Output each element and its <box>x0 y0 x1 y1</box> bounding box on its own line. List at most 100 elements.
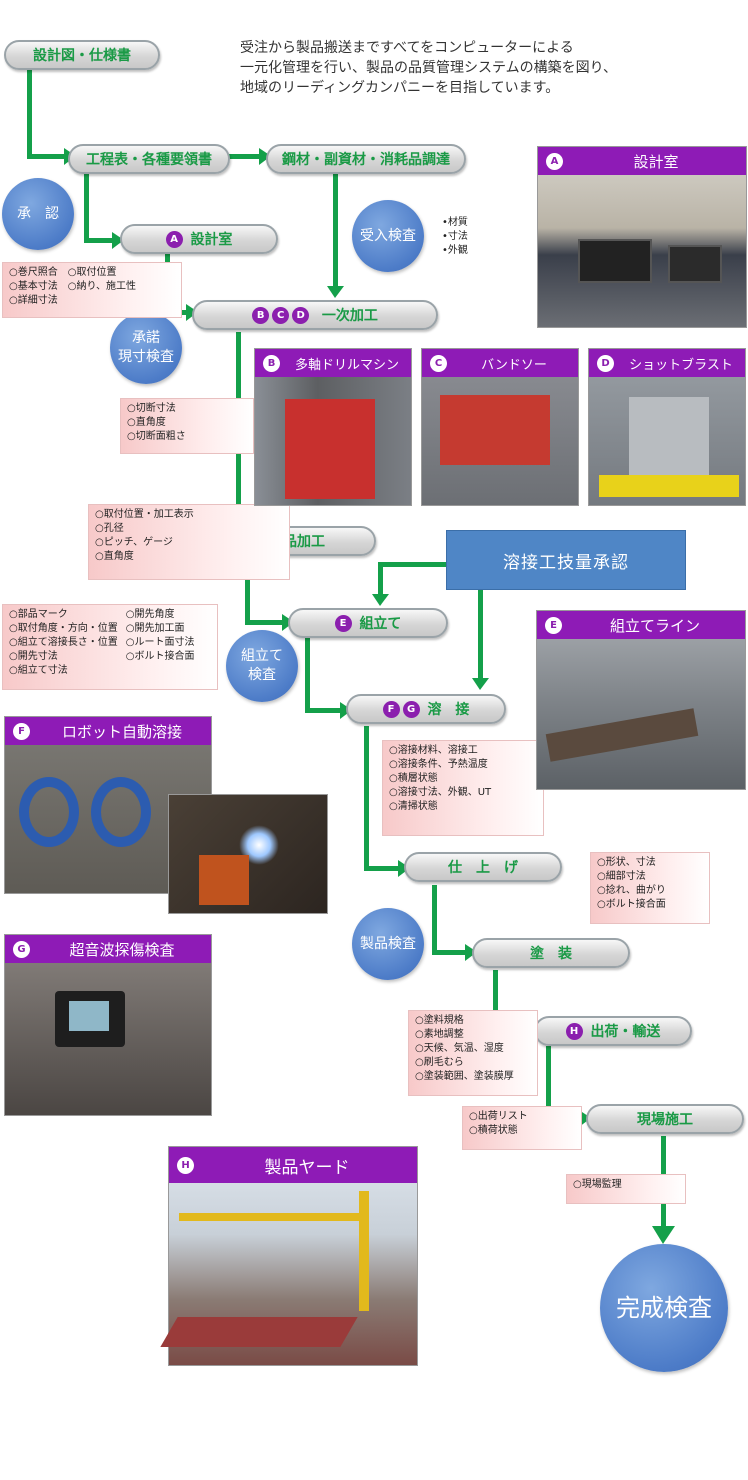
approval-measure-circle: 承諾現寸検査 <box>110 312 182 384</box>
step-label: 塗 装 <box>530 946 572 962</box>
crane-image <box>359 1191 369 1311</box>
flow-line <box>245 620 289 625</box>
circle-label: 受入検査 <box>360 227 416 244</box>
badge-a-icon: A <box>546 152 563 170</box>
badge-d-icon: D <box>597 354 614 372</box>
crane-image <box>179 1213 369 1221</box>
photo-title: ロボット自動溶接 <box>61 722 182 741</box>
photo-title-bar: A 設計室 <box>538 147 746 175</box>
step-process-table[interactable]: 工程表・各種要領書 <box>68 144 230 174</box>
badge-h-icon: H <box>177 1156 194 1174</box>
assembly-inspection-circle: 組立て検査 <box>226 630 298 702</box>
finishing-note: ○形状、寸法 ○細部寸法 ○捻れ、曲がり ○ボルト接合面 <box>590 852 710 924</box>
flow-line <box>305 638 310 712</box>
step-label: 組立て <box>359 616 402 632</box>
site-note: ○現場監理 <box>566 1174 686 1204</box>
final-inspection-circle[interactable]: 完成検査 <box>600 1244 728 1372</box>
shipping-note: ○出荷リスト ○積荷状態 <box>462 1106 582 1150</box>
painting-note: ○塗料規格 ○素地調整 ○天候、気温、湿度 ○刷毛むら ○塗装範囲、塗装膜厚 <box>408 1010 538 1096</box>
circle-label: 承諾 <box>132 330 160 346</box>
receiving-inspection-circle: 受入検査 <box>352 200 424 272</box>
welder-cert-label: 溶接工技量承認 <box>503 552 629 573</box>
badge-d-icon: D <box>292 306 310 324</box>
step-label: 設計室 <box>190 232 233 248</box>
steel-image <box>160 1317 358 1347</box>
flow-line <box>305 708 347 713</box>
step-label: 一次加工 <box>321 308 378 324</box>
final-label: 完成検査 <box>616 1293 712 1322</box>
flow-line <box>228 154 266 159</box>
badge-e-icon: E <box>545 616 562 634</box>
intro-line: 一元化管理を行い、製品の品質管理システムの構築を図り、 <box>240 60 618 76</box>
product-inspection-circle: 製品検査 <box>352 908 424 980</box>
step-finishing[interactable]: 仕 上 げ <box>404 852 562 882</box>
badge-f-icon: F <box>13 722 30 740</box>
flow-line <box>84 172 89 242</box>
photo-design-room: A 設計室 <box>537 146 747 328</box>
beam-image <box>545 708 699 762</box>
photo-title-bar: G 超音波探傷検査 <box>5 935 211 963</box>
circle-label: 承 認 <box>17 205 59 222</box>
photo-shotblast: D ショットブラスト <box>588 348 746 506</box>
badge-c-icon: C <box>272 306 290 324</box>
badge-b-icon: B <box>252 306 270 324</box>
step-painting[interactable]: 塗 装 <box>472 938 630 968</box>
machine-image <box>199 855 249 905</box>
flow-line <box>432 885 437 955</box>
photo-title: 設計室 <box>633 152 679 171</box>
photo-robot-welding-2 <box>168 794 328 914</box>
parts-note: ○取付位置・加工表示 ○孔径 ○ピッチ、ゲージ ○直角度 <box>88 504 290 580</box>
receiving-note: •材質 •寸法 •外観 <box>442 217 468 256</box>
photo-title: 超音波探傷検査 <box>69 940 175 959</box>
machine-image <box>285 399 375 499</box>
photo-product-yard: H 製品ヤード <box>160 1146 418 1366</box>
device-image <box>69 1001 109 1031</box>
photo-title: ショットブラスト <box>629 357 733 373</box>
flow-line <box>245 558 250 624</box>
photo-title-bar: E 組立てライン <box>537 611 745 639</box>
step-label: 現場施工 <box>637 1112 693 1128</box>
photo-title: 組立てライン <box>609 616 700 635</box>
note-text: ○取付位置 ○納り、施工性 <box>67 267 137 292</box>
intro-text: 受注から製品搬送まですべてをコンピューターによる 一元化管理を行い、製品の品質管… <box>240 38 617 98</box>
note-text: ○巻尺照合 ○基本寸法 ○詳細寸法 <box>9 267 58 306</box>
flow-line <box>546 1046 551 1120</box>
step-label: 仕 上 げ <box>448 860 518 876</box>
robot-image <box>19 777 79 847</box>
step-site[interactable]: 現場施工 <box>586 1104 744 1134</box>
badge-a-icon: A <box>165 230 183 248</box>
flow-line <box>364 866 404 871</box>
flow-line <box>493 970 498 1032</box>
approval-circle: 承 認 <box>2 178 74 250</box>
flow-line <box>364 726 369 870</box>
welder-cert-box[interactable]: 溶接工技量承認 <box>446 530 686 590</box>
step-shipping[interactable]: H 出荷・輸送 <box>534 1016 692 1046</box>
step-procurement[interactable]: 鋼材・副資材・消耗品調達 <box>266 144 466 174</box>
photo-ultrasonic: G 超音波探傷検査 <box>4 934 212 1116</box>
intro-line: 受注から製品搬送まですべてをコンピューターによる <box>240 40 574 56</box>
intro-line: 地域のリーディングカンパニーを目指しています。 <box>240 80 560 96</box>
flow-line <box>27 70 32 158</box>
robot-image <box>91 777 151 847</box>
welding-note: ○溶接材料、溶接工 ○溶接条件、予熱温度 ○積層状態 ○溶接寸法、外観、UT ○… <box>382 740 544 836</box>
badge-e-icon: E <box>334 614 352 632</box>
step-assembly[interactable]: E 組立て <box>288 608 448 638</box>
photo-title: 製品ヤード <box>264 1157 350 1178</box>
badge-f-icon: F <box>382 700 400 718</box>
circle-label: 検査 <box>248 667 276 683</box>
circle-label: 現寸検査 <box>118 349 174 365</box>
flow-line <box>84 238 118 243</box>
photo-title-bar: H 製品ヤード <box>169 1147 417 1183</box>
badge-g-icon: G <box>13 940 30 958</box>
badge-g-icon: G <box>402 700 420 718</box>
step-label: 溶 接 <box>427 702 470 718</box>
assembly-note: ○部品マーク ○取付角度・方向・位置 ○組立て溶接長さ・位置 ○開先寸法 ○組立… <box>2 604 218 690</box>
step-design-docs[interactable]: 設計図・仕様書 <box>4 40 160 70</box>
step-design-room[interactable]: A 設計室 <box>120 224 278 254</box>
